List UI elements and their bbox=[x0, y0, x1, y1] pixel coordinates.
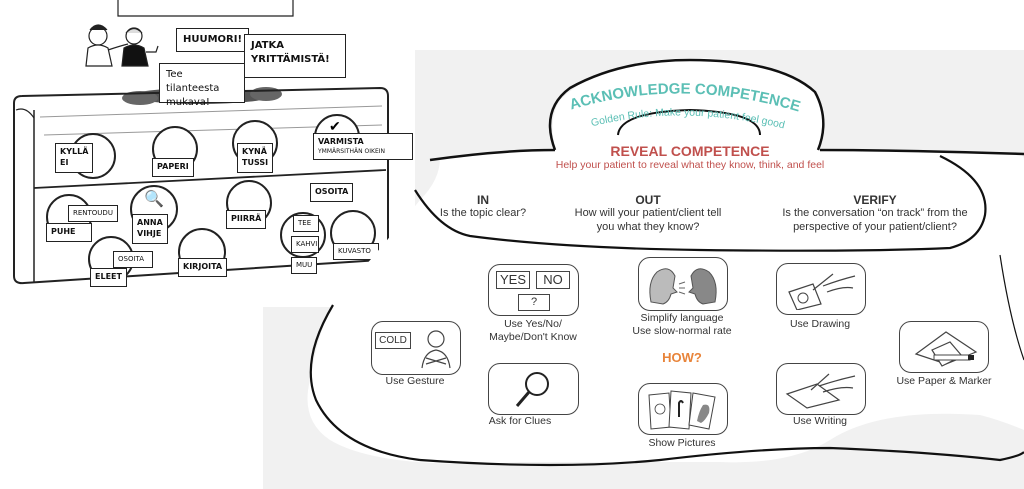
humor-bubble: HUUMORI! bbox=[176, 28, 250, 52]
yes-no-label: KYLLÄ EI bbox=[55, 143, 94, 173]
yes-label: KYLLÄ bbox=[60, 147, 89, 156]
drawing-hand-icon bbox=[788, 273, 856, 310]
acknowledge-heading: ACKNOWLEDGE COMPETENCE Golden Rule: Make… bbox=[568, 80, 803, 131]
give-hint-line1: ANNA bbox=[137, 218, 163, 227]
column-out-text-2: you what they know? bbox=[596, 220, 700, 233]
keep-trying-bubble: JATKA YRITTÄMISTÄ! bbox=[244, 34, 346, 78]
reveal-subtitle: Help your patient to reveal what they kn… bbox=[555, 159, 825, 171]
yes-no-card: YES NO ? bbox=[488, 264, 579, 316]
acknowledge-subtitle: Golden Rule: Make your patient feel good bbox=[590, 106, 786, 131]
marker-label: TUSSI bbox=[242, 157, 269, 167]
people-icon bbox=[85, 24, 159, 67]
column-in-text: Is the topic clear? bbox=[439, 207, 527, 219]
paper-marker-caption: Use Paper & Marker bbox=[896, 375, 992, 387]
communication-toolbox-illustration: ✔ 🔍 HUUMORI! JATKA YRITTÄMISTÄ! Tee tila… bbox=[0, 0, 420, 300]
column-verify-text-2: perspective of your patient/client? bbox=[793, 220, 957, 233]
yes-no-caption-1: Use Yes/No/ bbox=[504, 318, 562, 330]
column-out-title: OUT bbox=[635, 193, 661, 207]
drawing-caption: Use Drawing bbox=[789, 318, 851, 330]
no-box: NO bbox=[536, 271, 570, 289]
no-label: EI bbox=[60, 157, 69, 167]
keep-trying-line2: YRITTÄMISTÄ! bbox=[251, 54, 330, 65]
coffee-label: KAHVI bbox=[291, 236, 319, 254]
pen-marker-label: KYNÄ TUSSI bbox=[237, 143, 274, 173]
pen-label: KYNÄ bbox=[242, 147, 267, 156]
point-gesture-label: OSOITA bbox=[113, 251, 153, 269]
simplify-caption-1: Simplify language bbox=[640, 312, 724, 324]
column-verify: VERIFY Is the conversation “on track” fr… bbox=[760, 193, 990, 235]
writing-card bbox=[776, 363, 866, 415]
paper-label: PAPERI bbox=[152, 158, 194, 177]
shivering-person-icon bbox=[421, 330, 451, 369]
relax-label: RENTOUDU bbox=[68, 205, 118, 223]
pictures-caption: Show Pictures bbox=[648, 437, 716, 449]
paper-marker-icon bbox=[914, 331, 978, 367]
tea-label: TEE bbox=[293, 215, 319, 233]
catalog-label: KUVASTO bbox=[333, 243, 379, 261]
reveal-title: REVEAL COMPETENCE bbox=[610, 143, 770, 159]
magnifier-icon bbox=[515, 372, 549, 407]
writing-hand-icon bbox=[785, 373, 856, 409]
point-top-label: OSOITA bbox=[310, 183, 354, 202]
speech-label: PUHE bbox=[46, 223, 92, 242]
cold-tag: COLD bbox=[375, 332, 411, 349]
gesture-caption: Use Gesture bbox=[385, 375, 445, 387]
other-label: MUU bbox=[291, 257, 317, 275]
verify-label: VARMISTA YMMÄRSITHÄN OIKEIN bbox=[313, 133, 413, 160]
how-label: HOW? bbox=[662, 350, 702, 365]
gesture-card: COLD bbox=[371, 321, 461, 375]
pictures-card bbox=[638, 383, 728, 435]
writing-caption: Use Writing bbox=[792, 415, 848, 427]
column-in-title: IN bbox=[477, 193, 489, 207]
talking-faces-icon bbox=[649, 268, 717, 305]
yes-no-caption: Use Yes/No/ Maybe/Don't Know bbox=[478, 318, 588, 343]
column-verify-text-1: Is the conversation “on track” from the bbox=[782, 207, 968, 219]
clues-caption: Ask for Clues bbox=[488, 415, 552, 427]
column-verify-title: VERIFY bbox=[853, 193, 897, 207]
maybe-box: ? bbox=[518, 294, 550, 311]
drawing-card bbox=[776, 263, 866, 315]
simplify-caption-2: Use slow-normal rate bbox=[632, 324, 732, 337]
yes-no-caption-2: Maybe/Don't Know bbox=[489, 330, 577, 343]
verify-subtitle: YMMÄRSITHÄN OIKEIN bbox=[318, 147, 386, 155]
column-in: IN Is the topic clear? bbox=[428, 193, 538, 221]
reveal-heading: REVEAL COMPETENCE Help your patient to r… bbox=[520, 143, 860, 171]
make-fun-line2: mukava! bbox=[166, 97, 210, 108]
simplify-caption: Simplify language Use slow-normal rate bbox=[622, 312, 742, 337]
give-hint-label: ANNA VIHJE bbox=[132, 214, 168, 244]
give-hint-line2: VIHJE bbox=[137, 228, 162, 238]
simplify-card bbox=[638, 257, 728, 311]
keep-trying-line1: JATKA bbox=[251, 40, 284, 51]
clues-card bbox=[488, 363, 579, 415]
column-out-text-1: How will your patient/client tell bbox=[574, 207, 722, 219]
make-fun-bubble: Tee tilanteesta mukava! bbox=[159, 63, 245, 108]
write-label: KIRJOITA bbox=[178, 258, 228, 277]
make-fun-line1: Tee tilanteesta bbox=[166, 69, 220, 94]
gestures-label: ELEET bbox=[90, 268, 127, 287]
paper-marker-card bbox=[899, 321, 989, 373]
yes-box: YES bbox=[496, 271, 530, 289]
picture-cards-icon bbox=[648, 390, 716, 430]
draw-label: PIIRRÄ bbox=[226, 210, 267, 229]
verify-title: VARMISTA bbox=[318, 137, 364, 146]
column-out: OUT How will your patient/client tell yo… bbox=[548, 193, 748, 235]
